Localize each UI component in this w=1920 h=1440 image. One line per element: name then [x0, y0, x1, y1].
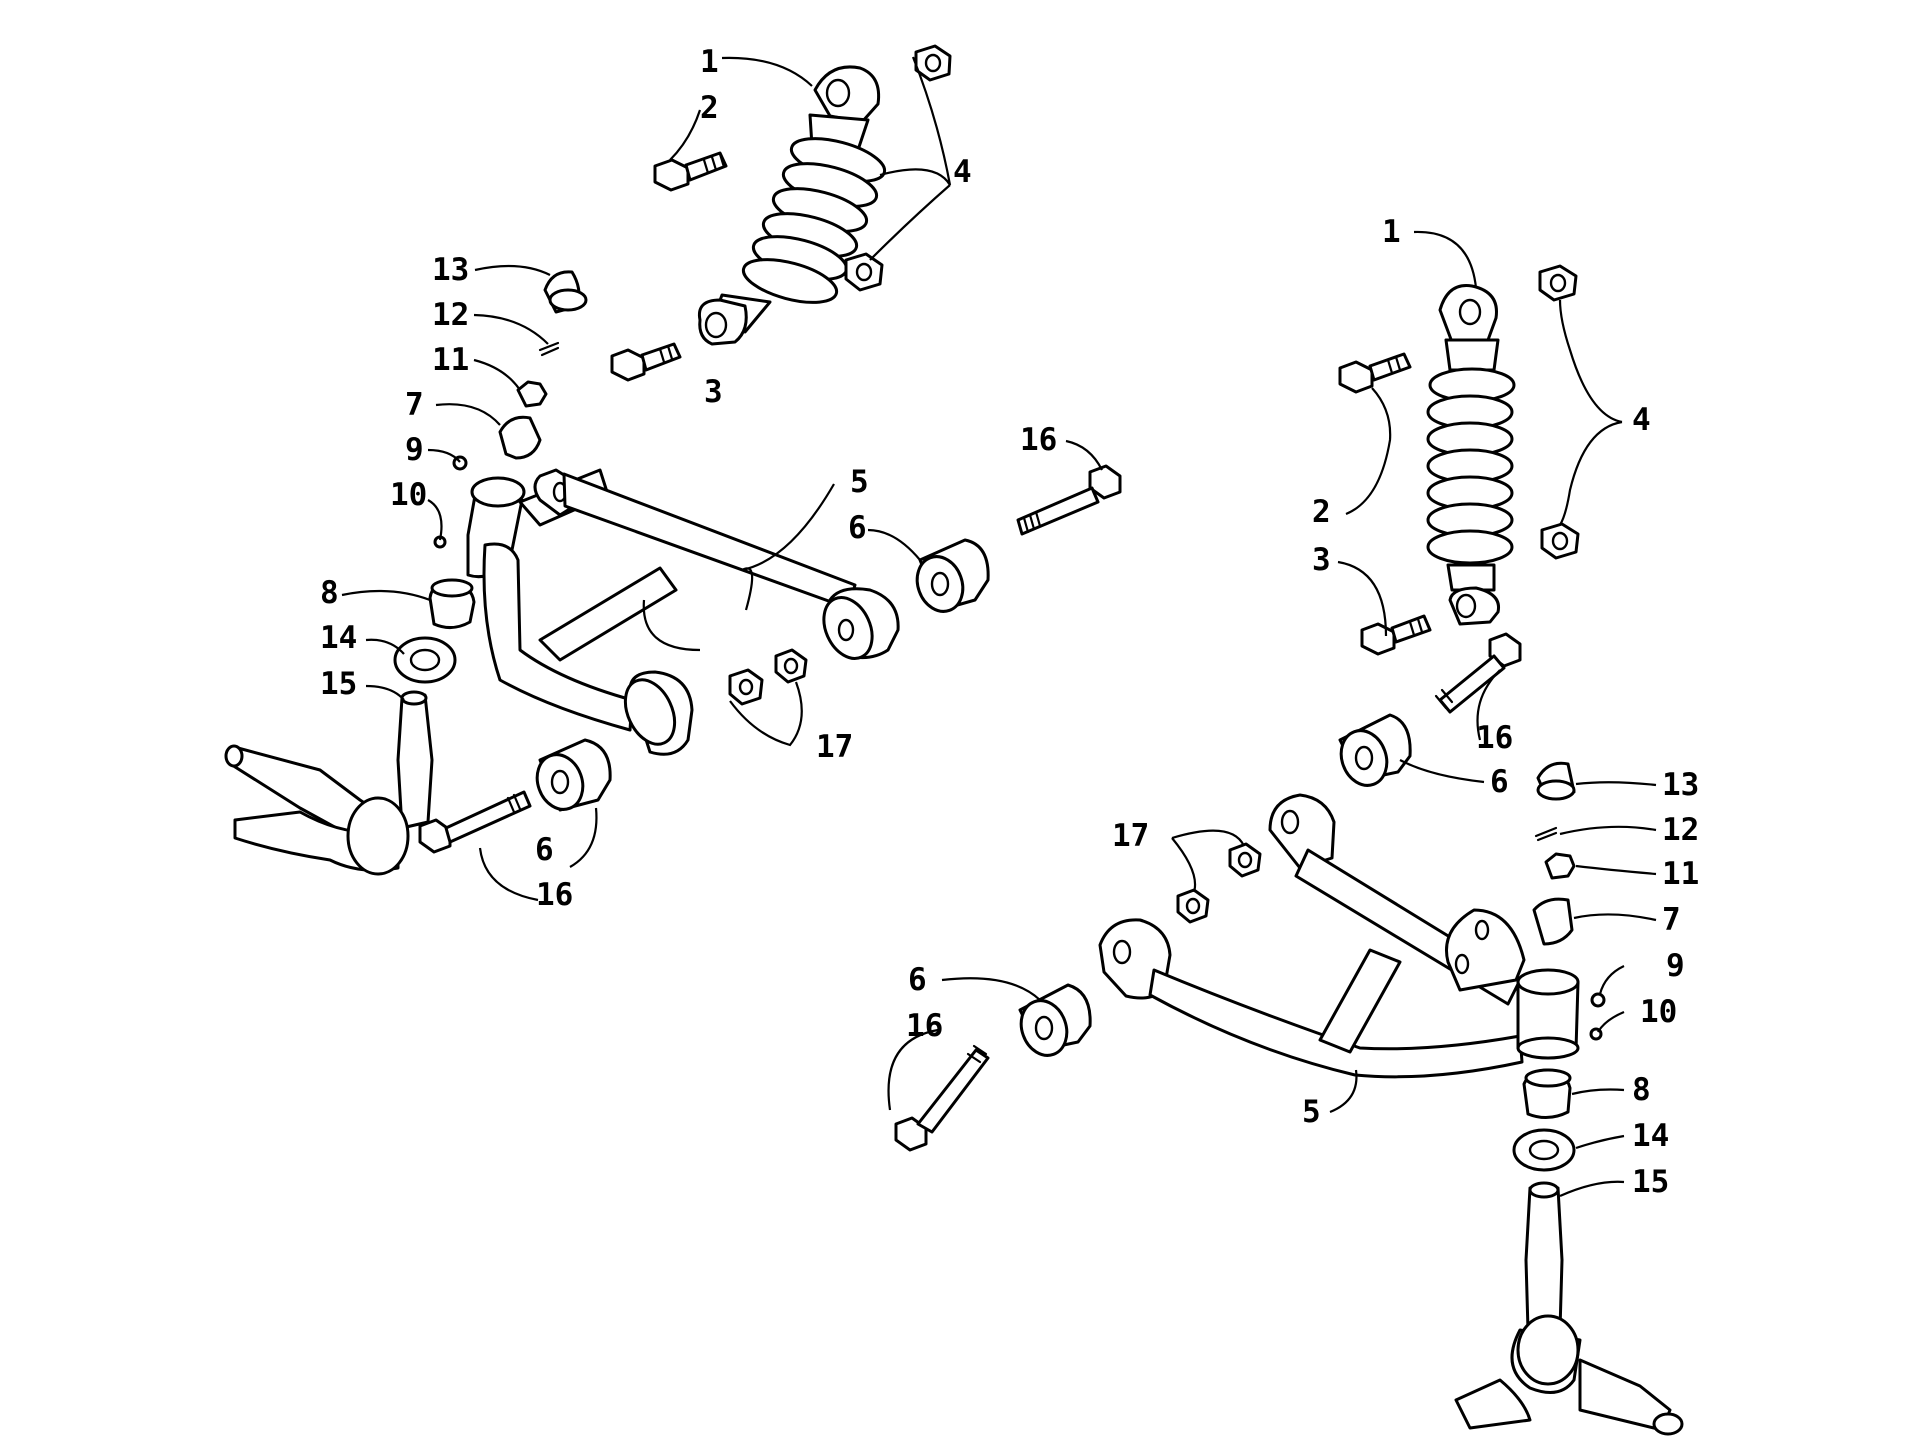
callout-right-8: 8	[1632, 1072, 1651, 1108]
callout-right-4: 4	[1632, 402, 1651, 438]
right-steering-spindle	[1454, 1181, 1684, 1436]
callout-left-17: 17	[816, 729, 853, 765]
callout-right-5: 5	[1302, 1094, 1321, 1130]
callout-left-4: 4	[953, 154, 972, 190]
callout-right-13: 13	[1662, 767, 1699, 803]
callout-numbers: 1 2 4 3 13 12 11 7 9 10 8 14 15 5 6 16 1…	[320, 44, 1699, 1200]
right-nuts-17	[1176, 842, 1262, 924]
callout-left-11: 11	[432, 342, 469, 378]
callout-left-7: 7	[405, 387, 424, 423]
callout-right-7: 7	[1662, 902, 1681, 938]
callout-left-16-lower: 16	[536, 877, 573, 913]
callout-left-6-lower: 6	[535, 832, 554, 868]
callout-right-9: 9	[1666, 948, 1685, 984]
callout-left-5: 5	[850, 464, 869, 500]
callout-left-15: 15	[320, 666, 357, 702]
callout-left-13: 13	[432, 252, 469, 288]
callout-right-17: 17	[1112, 818, 1149, 854]
callout-left-14: 14	[320, 620, 357, 656]
right-shock-absorber	[1426, 284, 1516, 626]
callout-left-3: 3	[704, 374, 723, 410]
callout-right-12: 12	[1662, 812, 1699, 848]
left-long-bolts	[418, 464, 1122, 854]
leader-lines	[341, 56, 1657, 1198]
right-bearing-seal	[1512, 1068, 1576, 1172]
right-upper-bolt	[1338, 352, 1412, 394]
callout-right-16-lower: 16	[906, 1008, 943, 1044]
right-small-hardware	[1532, 761, 1606, 1041]
right-lower-bolt	[1360, 614, 1432, 656]
left-small-hardware	[433, 270, 588, 549]
left-shock-nuts	[844, 44, 952, 292]
callout-right-1: 1	[1382, 214, 1401, 250]
callout-left-1: 1	[700, 44, 719, 80]
callout-right-11: 11	[1662, 856, 1699, 892]
left-shock-absorber	[697, 65, 887, 346]
callout-left-8: 8	[320, 575, 339, 611]
right-shock-nuts	[1538, 264, 1580, 560]
callout-left-9: 9	[405, 432, 424, 468]
left-lower-bolt	[610, 342, 682, 382]
callout-right-2: 2	[1312, 494, 1331, 530]
callout-right-3: 3	[1312, 542, 1331, 578]
right-a-arm	[1098, 793, 1580, 1079]
callout-left-12: 12	[432, 297, 469, 333]
right-bushings	[1018, 713, 1412, 1057]
left-bushings	[535, 538, 990, 812]
callout-right-14: 14	[1632, 1118, 1669, 1154]
callout-left-10: 10	[390, 477, 427, 513]
left-upper-bolt	[653, 151, 728, 192]
left-a-arm	[466, 468, 900, 756]
callout-left-6-upper: 6	[848, 510, 867, 546]
right-assembly	[894, 264, 1684, 1436]
left-bearing-seal	[393, 578, 476, 684]
right-long-bolts	[894, 632, 1522, 1152]
callout-right-6-upper: 6	[1490, 764, 1509, 800]
callout-right-15: 15	[1632, 1164, 1669, 1200]
left-assembly	[224, 44, 1122, 876]
left-nuts-17	[728, 648, 808, 706]
callout-right-10: 10	[1640, 994, 1677, 1030]
left-steering-spindle	[224, 690, 434, 876]
callout-right-6-lower: 6	[908, 962, 927, 998]
callout-right-16-upper: 16	[1476, 720, 1513, 756]
callout-left-2: 2	[700, 90, 719, 126]
callout-left-16-upper: 16	[1020, 422, 1057, 458]
